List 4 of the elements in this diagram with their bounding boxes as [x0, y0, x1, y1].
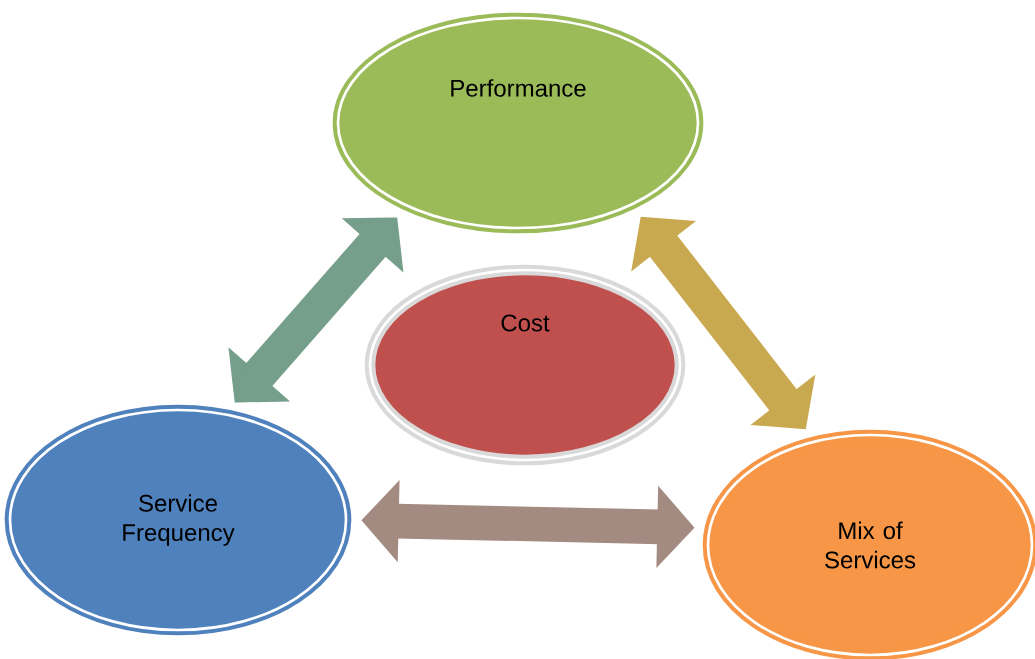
- ellipse-node: Cost: [364, 264, 686, 466]
- ellipse-node: Mix of Services: [702, 429, 1035, 659]
- ellipse-node: Performance: [332, 12, 704, 234]
- ellipse-node: Service Frequency: [4, 404, 352, 636]
